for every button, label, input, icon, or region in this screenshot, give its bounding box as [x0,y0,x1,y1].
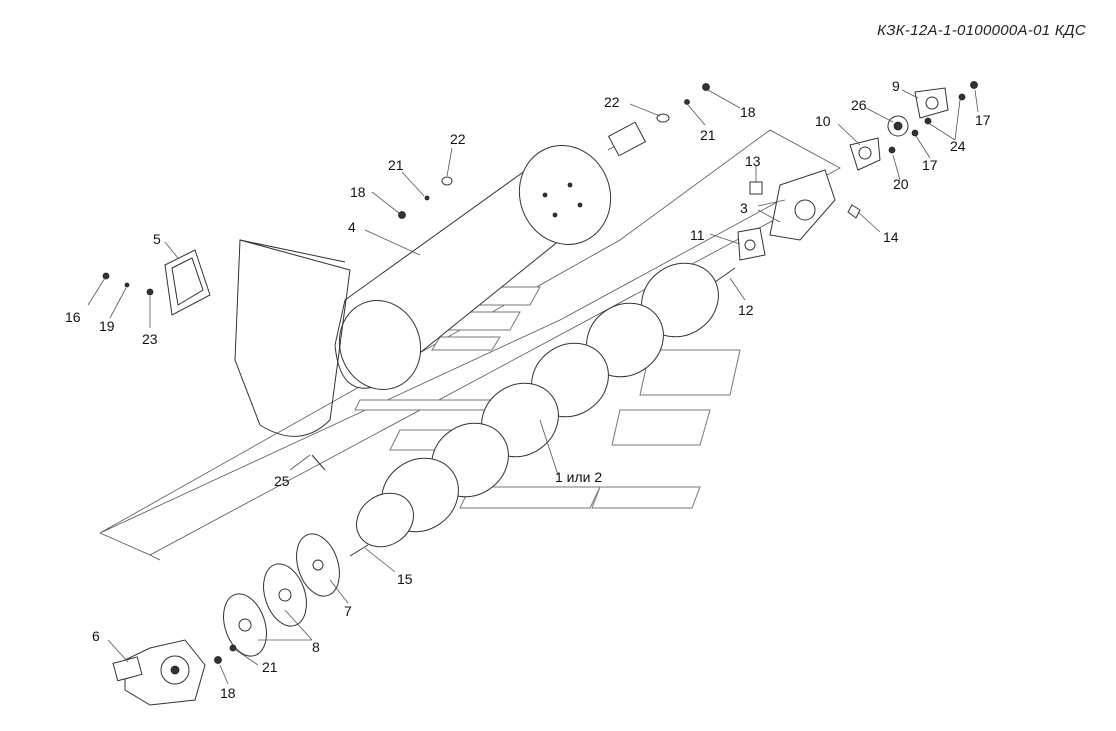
discs [223,533,340,657]
callout-8: 8 [312,639,320,655]
callout-4: 4 [348,219,356,235]
leader-lines [87,89,979,685]
callout-18c: 18 [220,685,236,701]
callouts: 1 или 2 3 4 5 6 7 8 9 10 11 12 13 14 15 … [65,78,991,701]
gearbox [112,639,206,706]
callout-21b: 21 [700,127,716,143]
callout-7: 7 [344,603,352,619]
callout-15: 15 [397,571,413,587]
callout-22b: 22 [450,131,466,147]
callout-5: 5 [153,231,161,247]
callout-14: 14 [883,229,899,245]
callout-11: 11 [690,227,705,243]
callout-20: 20 [893,176,909,192]
callout-22a: 22 [604,94,620,110]
callout-13: 13 [745,153,761,169]
callout-23: 23 [142,331,158,347]
auger-housing [234,121,647,437]
fasteners [102,81,978,664]
callout-18a: 18 [350,184,366,200]
callout-1: 1 или 2 [555,469,602,485]
callout-25: 25 [274,473,290,489]
callout-24: 24 [950,138,966,154]
callout-17a: 17 [975,112,991,128]
callout-19: 19 [99,318,115,334]
auger-spiral [356,262,719,548]
callout-3: 3 [740,200,748,216]
callout-26: 26 [851,97,867,113]
callout-12: 12 [738,302,754,318]
callout-10: 10 [815,113,831,129]
callout-17b: 17 [922,157,938,173]
callout-6: 6 [92,628,100,644]
cover-plate [164,249,211,316]
bearing-assembly [737,87,949,261]
document-code: КЗК-12А-1-0100000А-01 КДС [877,22,1086,39]
callout-21a: 21 [388,157,404,173]
callout-18b: 18 [740,104,756,120]
callout-9: 9 [892,78,900,94]
callout-16: 16 [65,309,81,325]
callout-21c: 21 [262,659,278,675]
